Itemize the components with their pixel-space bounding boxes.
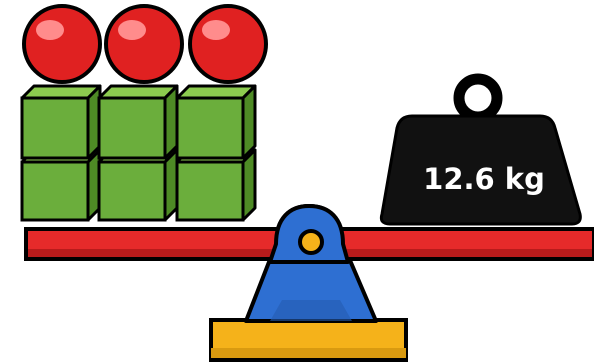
red-ball	[24, 6, 100, 82]
red-ball	[190, 6, 266, 82]
cube	[177, 86, 255, 158]
cube	[22, 86, 100, 158]
red-ball	[106, 6, 182, 82]
weight-label: 12.6 kg	[423, 162, 545, 196]
cube	[22, 150, 100, 220]
cube	[177, 150, 255, 220]
ball-row	[24, 6, 266, 82]
kettlebell-weight-icon: 12.6 kg	[381, 79, 580, 224]
pivot-bolt	[300, 231, 322, 253]
cube-stack	[22, 86, 255, 220]
cube	[99, 86, 177, 158]
cube	[99, 150, 177, 220]
scale-base	[211, 320, 406, 360]
